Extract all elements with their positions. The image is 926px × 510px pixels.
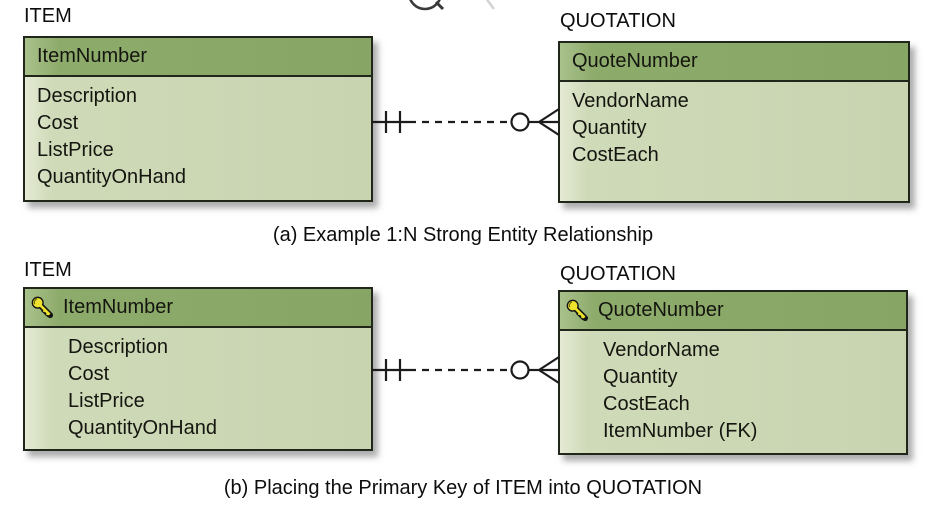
attribute-label: ListPrice xyxy=(37,139,114,161)
entity-body: VendorName Quantity CostEach xyxy=(560,82,908,201)
caption-a: (a) Example 1:N Strong Entity Relationsh… xyxy=(272,224,654,246)
attribute-label: Cost xyxy=(68,363,110,385)
attribute-label: VendorName xyxy=(572,90,689,112)
entity-header: QuoteNumber xyxy=(560,43,908,82)
caption-b: (b) Placing the Primary Key of ITEM into… xyxy=(223,477,703,499)
attribute-label: ItemNumber (FK) xyxy=(603,420,758,442)
attribute-label: VendorName xyxy=(603,339,720,361)
entity-header: ItemNumber xyxy=(25,38,371,77)
entity-body: Description Cost ListPrice QuantityOnHan… xyxy=(25,328,371,449)
attribute-label: QuantityOnHand xyxy=(37,166,186,188)
relationship-connector-a xyxy=(371,108,559,136)
attribute-label: Description xyxy=(37,85,138,107)
entity-title-item-a: ITEM xyxy=(24,5,72,27)
attribute-label: Description xyxy=(68,336,169,358)
entity-body: VendorName Quantity CostEach ItemNumber … xyxy=(560,331,906,453)
attribute-label: Quantity xyxy=(603,366,678,388)
entity-item-b: ItemNumber Description Cost ListPrice Qu… xyxy=(23,287,373,451)
pk-attribute-label: ItemNumber xyxy=(37,45,148,67)
attribute-label: CostEach xyxy=(572,144,659,166)
attribute-label: Cost xyxy=(37,112,79,134)
magnifier-icon xyxy=(409,0,496,11)
pk-attribute-label: ItemNumber xyxy=(63,296,174,318)
entity-quotation-b: QuoteNumber VendorName Quantity CostEach… xyxy=(558,290,908,455)
attribute-label: CostEach xyxy=(603,393,690,415)
entity-title-quotation-b: QUOTATION xyxy=(560,263,676,285)
crow-foot-icon xyxy=(538,108,559,136)
zero-circle-icon xyxy=(510,112,530,132)
entity-item-a: ItemNumber Description Cost ListPrice Qu… xyxy=(23,36,373,202)
entity-title-item-b: ITEM xyxy=(24,259,72,281)
entity-header: QuoteNumber xyxy=(560,292,906,331)
crow-foot-icon xyxy=(538,356,559,384)
entity-body: Description Cost ListPrice QuantityOnHan… xyxy=(25,77,371,200)
attribute-label: Quantity xyxy=(572,117,647,139)
attribute-label: ListPrice xyxy=(68,390,145,412)
key-icon xyxy=(31,296,54,319)
zero-circle-icon xyxy=(510,360,530,380)
entity-title-quotation-a: QUOTATION xyxy=(560,10,676,32)
pk-attribute-label: QuoteNumber xyxy=(572,50,698,72)
relationship-connector-b xyxy=(371,356,559,384)
entity-quotation-a: QuoteNumber VendorName Quantity CostEach xyxy=(558,41,910,203)
entity-header: ItemNumber xyxy=(25,289,371,328)
pk-attribute-label: QuoteNumber xyxy=(598,299,724,321)
attribute-label: QuantityOnHand xyxy=(68,417,217,439)
key-icon xyxy=(566,299,589,322)
